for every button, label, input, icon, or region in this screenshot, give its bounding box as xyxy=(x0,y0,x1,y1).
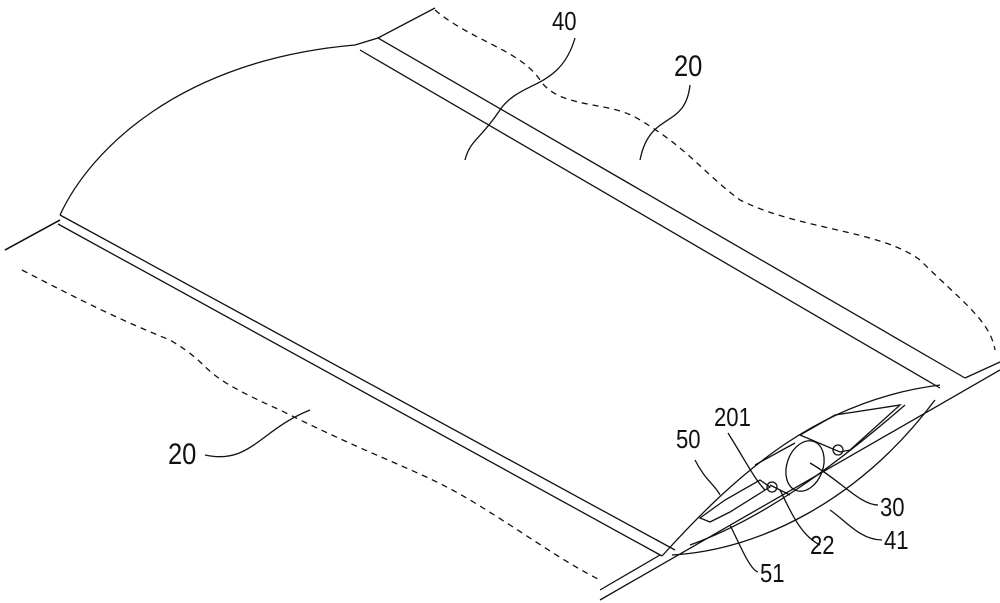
left-strip-lower xyxy=(58,224,662,556)
top-strip-upper xyxy=(355,38,965,378)
label-50: 50 xyxy=(676,424,701,455)
left-strip-upper xyxy=(60,215,675,550)
label-22: 22 xyxy=(810,530,835,561)
left-panel-bottom-edge xyxy=(600,555,660,590)
leader-20-right xyxy=(640,85,690,160)
label-51: 51 xyxy=(760,558,785,589)
leader-40 xyxy=(465,38,575,160)
leader-51 xyxy=(730,525,758,572)
leader-20-left xyxy=(205,410,310,457)
label-201: 201 xyxy=(714,402,751,433)
label-20-left: 20 xyxy=(168,438,196,472)
leader-30 xyxy=(810,463,878,505)
label-41: 41 xyxy=(884,525,909,556)
leader-50 xyxy=(695,460,720,495)
label-30: 30 xyxy=(880,492,905,523)
bracket-right xyxy=(800,405,900,452)
hinge-pin-left xyxy=(767,482,777,492)
leader-201 xyxy=(728,433,765,490)
right-panel-edge xyxy=(965,362,1000,378)
left-strip-edge xyxy=(5,220,60,250)
bottom-rail xyxy=(600,370,1000,600)
left-panel-dashed-outline xyxy=(22,270,600,580)
bracket-50 xyxy=(700,480,770,522)
top-strip-back xyxy=(378,8,435,38)
label-40: 40 xyxy=(552,6,577,37)
right-panel-dashed-outline xyxy=(435,10,995,350)
leader-41 xyxy=(830,510,882,540)
label-20-right: 20 xyxy=(674,50,702,84)
top-cover-dome xyxy=(60,45,355,215)
top-strip-lower xyxy=(360,50,940,388)
